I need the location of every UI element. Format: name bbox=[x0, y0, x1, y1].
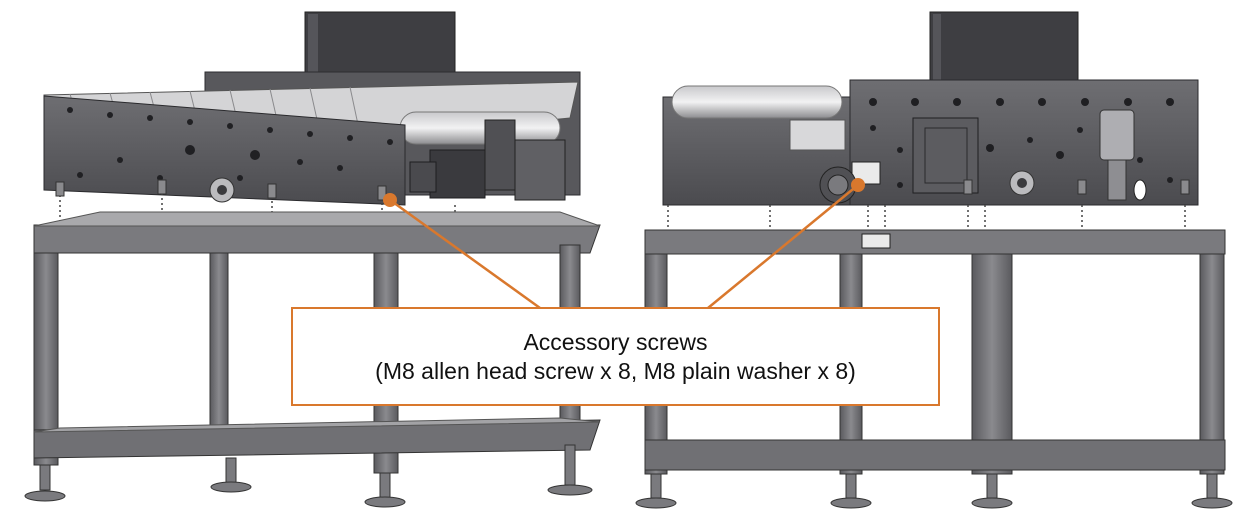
right-leader-line bbox=[707, 184, 859, 309]
right-leveling-feet bbox=[635, 473, 1233, 509]
right-leg-4 bbox=[1199, 253, 1225, 475]
right-lower-frame bbox=[644, 439, 1226, 471]
right-stand-top bbox=[644, 229, 1226, 255]
right-conveyor-view bbox=[635, 11, 1233, 509]
right-leader-dot bbox=[851, 178, 865, 192]
accessory-screws-callout: Accessory screws (M8 allen head screw x … bbox=[291, 307, 940, 406]
left-leveling-feet bbox=[24, 444, 593, 508]
callout-leaders bbox=[383, 178, 865, 310]
left-leader-line bbox=[389, 198, 541, 310]
callout-title: Accessory screws bbox=[523, 328, 708, 355]
left-conveyor-view bbox=[24, 11, 601, 508]
right-leg-3 bbox=[971, 253, 1013, 475]
right-pneumatic-regulator bbox=[1099, 109, 1147, 201]
left-leader-dot bbox=[383, 193, 397, 207]
right-accessory-screws bbox=[667, 205, 1186, 232]
callout-detail: (M8 allen head screw x 8, M8 plain washe… bbox=[375, 357, 856, 384]
left-exposed-roller bbox=[399, 111, 561, 145]
right-exposed-roller bbox=[671, 85, 843, 119]
left-leg-back-left bbox=[209, 252, 229, 434]
left-front-plate bbox=[43, 95, 406, 206]
right-motor-cover bbox=[929, 11, 1079, 88]
left-gearmotor bbox=[409, 119, 566, 201]
left-stand-top bbox=[33, 224, 601, 254]
